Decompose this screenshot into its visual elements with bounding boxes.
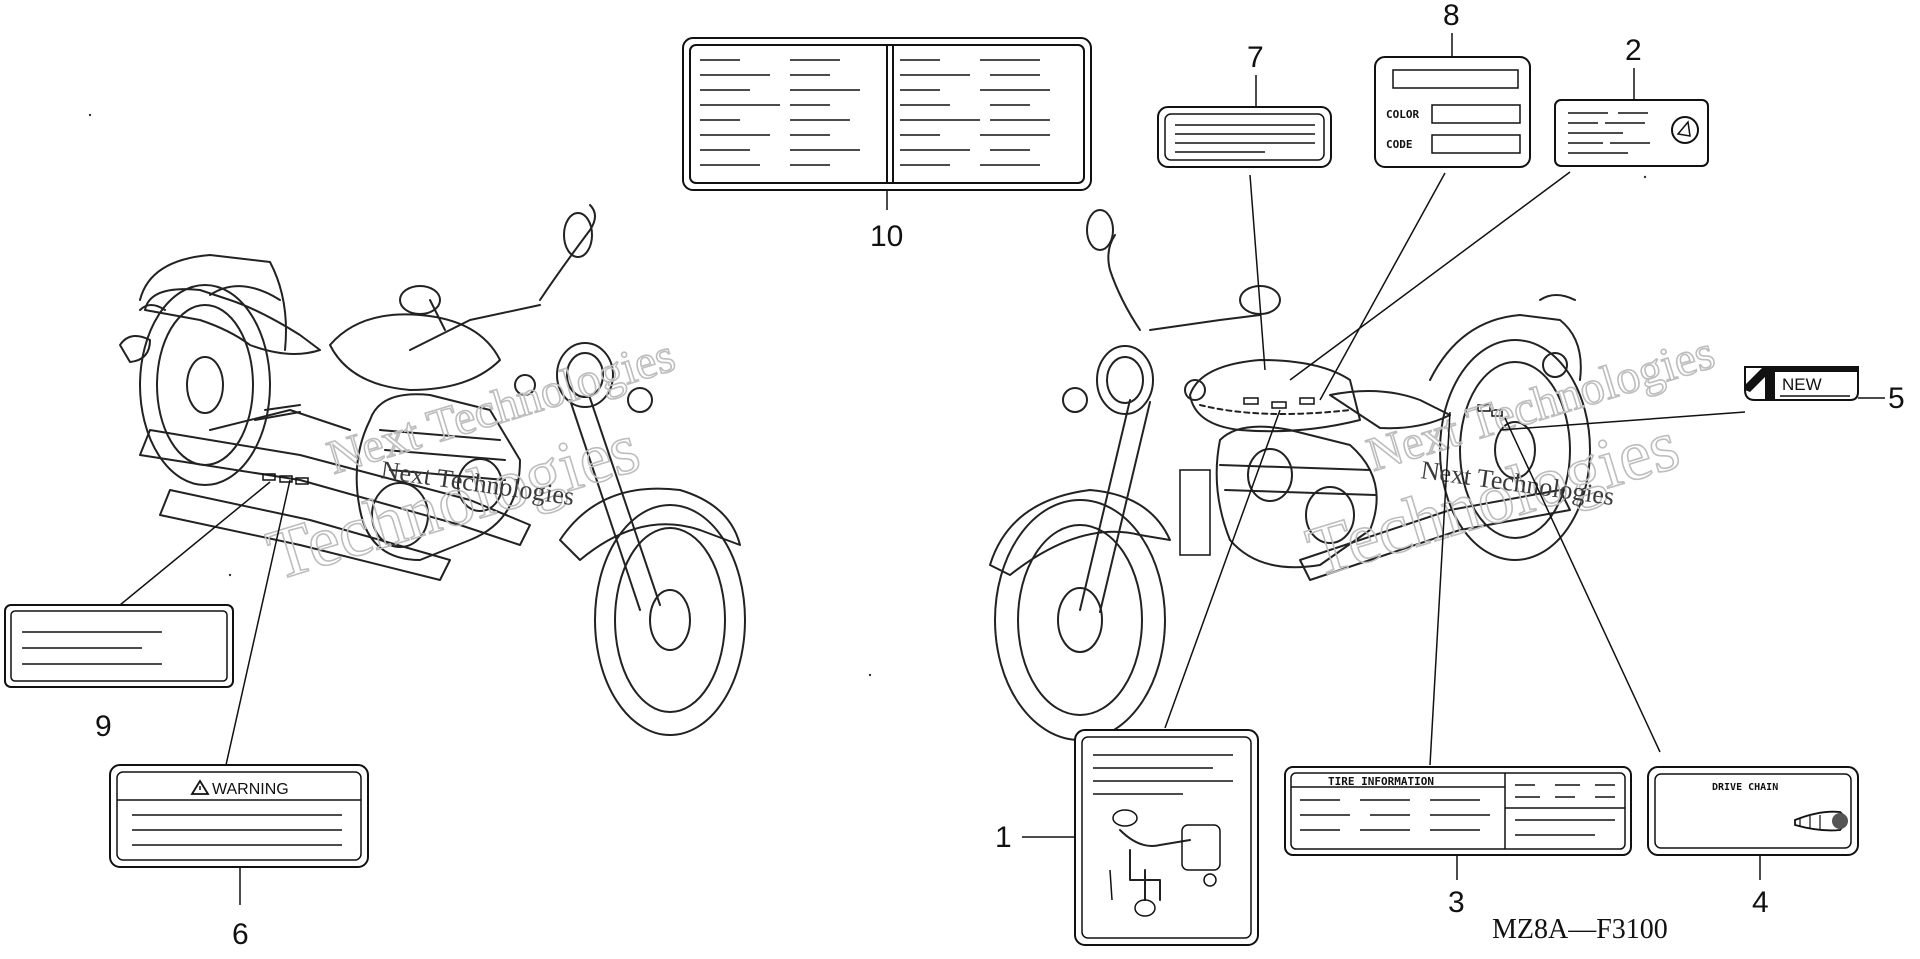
watermark-left: Technologies Next Technologies bbox=[258, 328, 682, 596]
diagram-code: MZ8A—F3100 bbox=[1492, 914, 1668, 945]
label-2-sticker bbox=[1554, 99, 1709, 167]
label-1-sticker bbox=[1074, 729, 1259, 946]
leader-7 bbox=[1249, 174, 1266, 371]
label-3-sticker: TIRE INFORMATION bbox=[1284, 766, 1632, 856]
code-text: CODE bbox=[1386, 138, 1413, 151]
label-7-sticker bbox=[1157, 106, 1332, 168]
leader-9 bbox=[119, 481, 271, 606]
leader-4 bbox=[1504, 417, 1661, 753]
callout-7: 7 bbox=[1247, 41, 1264, 74]
callout-9: 9 bbox=[95, 710, 112, 743]
label-9-sticker bbox=[4, 604, 234, 688]
label-4-sticker: DRIVE CHAIN bbox=[1647, 766, 1859, 856]
motorcycle-left bbox=[119, 204, 746, 736]
color-text: COLOR bbox=[1386, 108, 1419, 121]
callout-6: 6 bbox=[232, 918, 249, 951]
new-text: NEW bbox=[1782, 375, 1822, 394]
leader-1 bbox=[1164, 409, 1281, 729]
leader-8 bbox=[1319, 172, 1446, 401]
callout-3: 3 bbox=[1448, 886, 1465, 919]
callout-8: 8 bbox=[1443, 0, 1460, 32]
drive-chain-icon bbox=[1794, 810, 1848, 832]
leader-3 bbox=[1429, 411, 1451, 766]
label-10-sticker bbox=[682, 37, 1092, 191]
callout-10: 10 bbox=[870, 220, 903, 253]
watermark-right: Technologies Next Technologies bbox=[1297, 325, 1721, 593]
tire-information-text: TIRE INFORMATION bbox=[1328, 775, 1434, 788]
warning-text: WARNING bbox=[212, 781, 289, 798]
leader-6 bbox=[225, 479, 291, 766]
label-8-sticker: COLOR CODE bbox=[1374, 56, 1531, 168]
warning-triangle-icon bbox=[190, 779, 210, 795]
leader-2 bbox=[1289, 171, 1571, 381]
callout-1: 1 bbox=[995, 821, 1012, 854]
drive-chain-text: DRIVE CHAIN bbox=[1712, 782, 1778, 793]
callout-4: 4 bbox=[1752, 886, 1769, 919]
callout-2: 2 bbox=[1625, 34, 1642, 67]
leader-5 bbox=[1499, 411, 1746, 431]
label-5-sticker: NEW bbox=[1744, 366, 1859, 401]
steering-icon bbox=[1671, 116, 1699, 144]
label-6-sticker: WARNING bbox=[109, 764, 369, 868]
callout-5: 5 bbox=[1888, 382, 1905, 415]
